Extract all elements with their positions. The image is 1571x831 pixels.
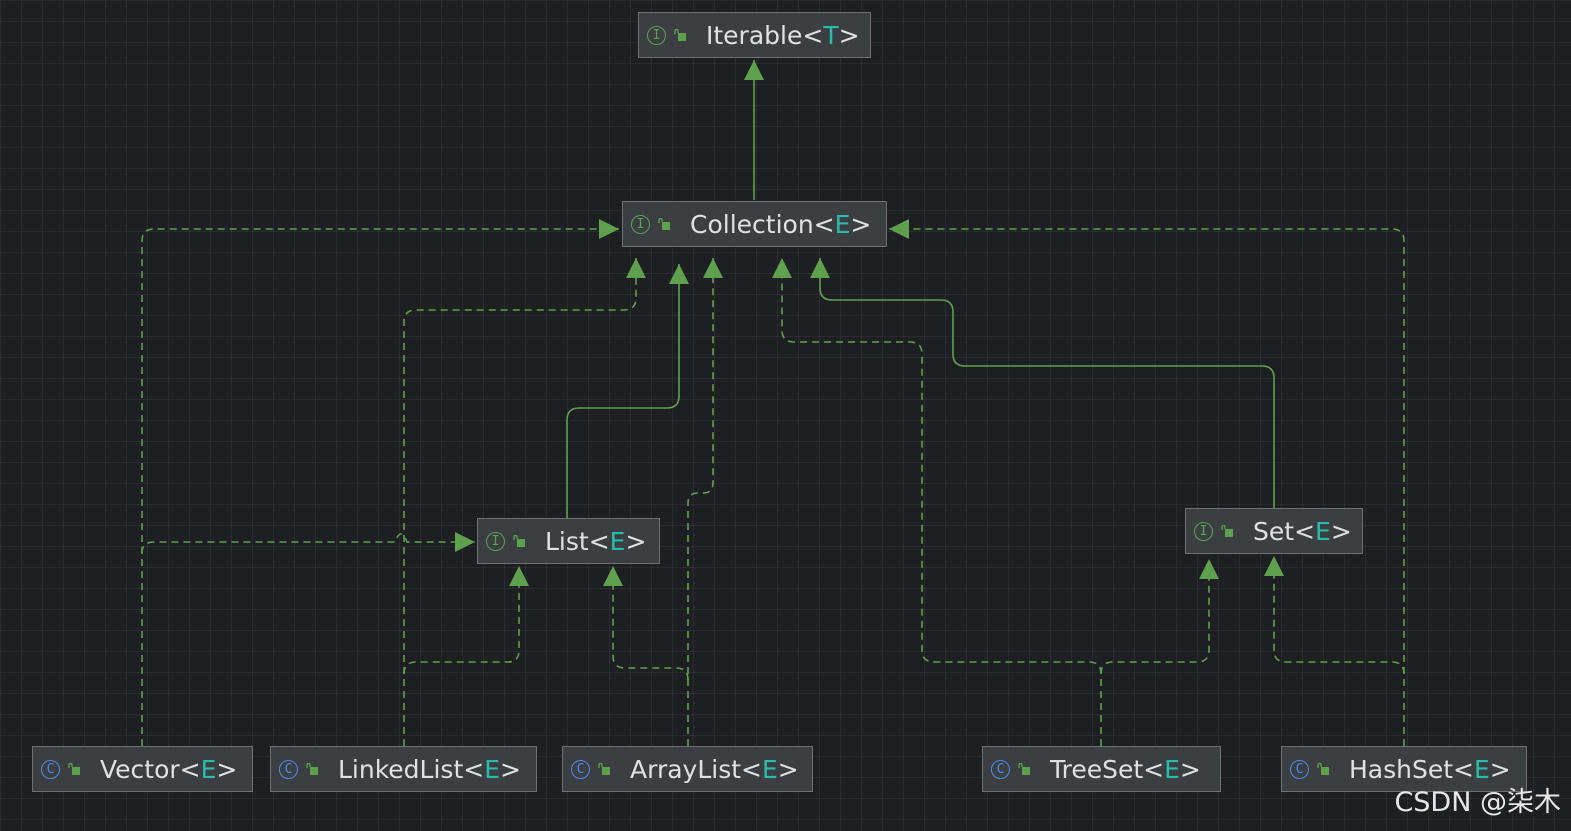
generic-open-bracket: < — [463, 754, 485, 784]
public-access-icon — [68, 763, 80, 775]
edge-hashset-implements-collection — [889, 219, 1405, 746]
type-name: LinkedList — [338, 754, 464, 784]
class-name-label: Collection<E> — [690, 210, 871, 239]
type-parameter: E — [484, 754, 501, 784]
generic-close-bracket: > — [500, 754, 521, 784]
type-name: Iterable — [706, 20, 803, 50]
node-hashset[interactable]: C HashSet<E> — [1281, 746, 1527, 792]
class-name-label: Set<E> — [1253, 517, 1352, 546]
node-vector[interactable]: C Vector<E> — [32, 746, 253, 792]
class-name-label: Vector<E> — [100, 755, 237, 784]
edge-vector-implements-list — [141, 532, 475, 554]
type-parameter: E — [1474, 754, 1490, 784]
generic-close-bracket: > — [1179, 754, 1201, 784]
type-parameter: E — [1164, 754, 1180, 784]
class-icon: C — [991, 759, 1010, 779]
class-name-label: LinkedList<E> — [338, 755, 521, 784]
interface-icon: I — [486, 531, 505, 551]
class-icon: C — [571, 759, 590, 779]
class-name-label: TreeSet<E> — [1050, 755, 1201, 784]
node-linkedlist[interactable]: C LinkedList<E> — [270, 746, 537, 792]
generic-close-bracket: > — [850, 209, 872, 239]
edge-arraylist-implements-list — [603, 566, 689, 681]
edge-linkedlist-implements-list — [403, 566, 529, 675]
type-parameter: E — [834, 209, 851, 239]
type-parameter: E — [200, 754, 217, 784]
generic-close-bracket: > — [1489, 754, 1511, 784]
node-collection[interactable]: I Collection<E> — [622, 201, 887, 247]
generic-open-bracket: < — [1143, 754, 1165, 784]
type-name: Set — [1253, 516, 1295, 546]
public-access-icon — [513, 535, 525, 547]
type-name: HashSet — [1349, 754, 1454, 784]
public-access-icon — [1221, 525, 1233, 537]
public-access-icon — [306, 763, 318, 775]
type-parameter: E — [609, 526, 626, 556]
generic-open-bracket: < — [179, 754, 201, 784]
edge-treeset-implements-set — [1100, 559, 1219, 675]
generic-open-bracket: < — [588, 526, 610, 556]
type-parameter: E — [762, 754, 778, 784]
type-parameter: T — [823, 20, 839, 50]
type-name: TreeSet — [1050, 754, 1144, 784]
generic-close-bracket: > — [216, 754, 238, 784]
generic-open-bracket: < — [1453, 754, 1474, 784]
public-access-icon — [674, 29, 686, 41]
edge-treeset-implements-collection — [772, 258, 1102, 746]
node-iterable[interactable]: I Iterable<T> — [638, 12, 871, 58]
class-icon: C — [279, 759, 298, 779]
public-access-icon — [1317, 763, 1329, 775]
type-name: Vector — [100, 754, 180, 784]
node-treeset[interactable]: C TreeSet<E> — [982, 746, 1221, 792]
type-name: List — [545, 526, 589, 556]
type-parameter: E — [1315, 516, 1331, 546]
interface-icon: I — [1194, 521, 1213, 541]
generic-close-bracket: > — [625, 526, 647, 556]
generic-close-bracket: > — [1330, 516, 1352, 546]
node-set[interactable]: I Set<E> — [1185, 508, 1363, 554]
public-access-icon — [658, 218, 670, 230]
generic-open-bracket: < — [813, 209, 835, 239]
class-name-label: List<E> — [545, 527, 646, 556]
generic-close-bracket: > — [777, 754, 799, 784]
node-list[interactable]: I List<E> — [477, 518, 660, 564]
generic-open-bracket: < — [741, 754, 762, 784]
class-name-label: Iterable<T> — [706, 21, 860, 50]
generic-close-bracket: > — [838, 20, 860, 50]
edge-hashset-implements-set — [1264, 556, 1405, 675]
public-access-icon — [598, 763, 610, 775]
type-name: Collection — [690, 209, 814, 239]
node-arraylist[interactable]: C ArrayList<E> — [562, 746, 813, 792]
interface-icon: I — [631, 214, 650, 234]
class-icon: C — [1290, 759, 1309, 779]
edge-arraylist-implements-collection — [687, 258, 723, 746]
interface-icon: I — [647, 25, 666, 45]
edge-linkedlist-implements-collection — [403, 258, 646, 746]
edge-list-extends-collection — [566, 264, 689, 518]
class-name-label: HashSet<E> — [1349, 755, 1511, 784]
type-name: ArrayList — [630, 754, 742, 784]
edge-vector-implements-collection — [141, 219, 619, 746]
generic-open-bracket: < — [1294, 516, 1316, 546]
class-name-label: ArrayList<E> — [630, 755, 799, 784]
class-icon: C — [41, 759, 60, 779]
watermark: CSDN @柒木 — [1394, 787, 1561, 818]
edge-set-extends-collection — [810, 258, 1275, 508]
public-access-icon — [1018, 763, 1030, 775]
generic-open-bracket: < — [802, 20, 824, 50]
